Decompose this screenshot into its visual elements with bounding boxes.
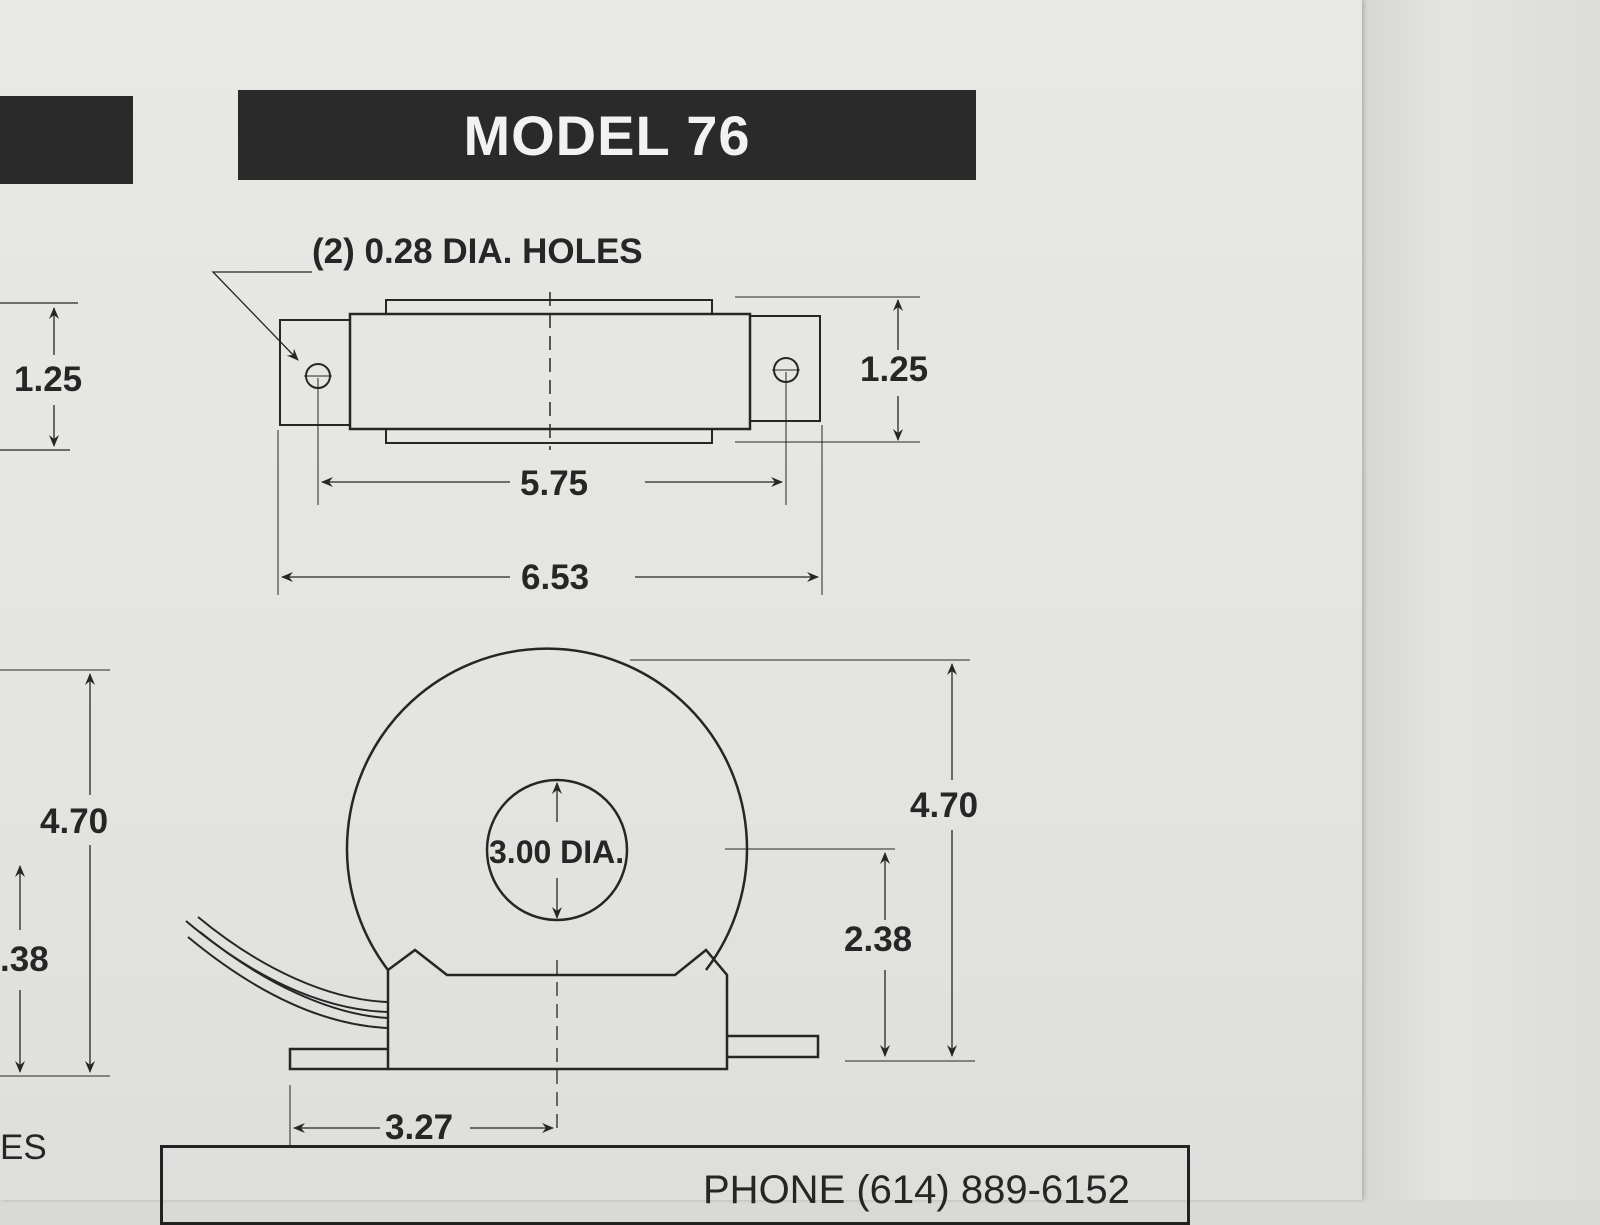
overall-height-label: 4.70 [910,786,979,825]
holes-note: (2) 0.28 DIA. HOLES [312,232,643,271]
model-title-banner: MODEL 76 [238,90,976,180]
left-text-fragment: ES [0,1128,47,1167]
adjacent-model-banner [0,96,133,184]
phone-number: PHONE (614) 889-6152 [703,1168,1130,1212]
bore-diameter-label: 3.00 DIA. [489,834,625,870]
lead-wires [185,916,389,1029]
overall-length-label: 6.53 [521,558,590,597]
contact-box: PHONE (614) 889-6152 [160,1145,1190,1225]
left-panel-dimension-lines [0,302,110,1077]
left-overall-height-label: 4.70 [40,802,109,841]
height-dimension-label: 1.25 [860,350,929,389]
dimension-drawing [0,271,975,1145]
model-title: MODEL 76 [463,103,751,167]
left-height-label: 1.25 [14,360,83,399]
holes-leader [211,271,312,361]
hole-spacing-label: 5.75 [520,464,589,503]
half-width-label: 3.27 [385,1108,454,1147]
front-view-outline [288,647,820,1071]
background-surface [1340,0,1600,1200]
center-height-label: 2.38 [844,920,913,959]
catalog-page: MODEL 76 [0,0,1362,1225]
left-center-height-label: .38 [0,940,49,979]
